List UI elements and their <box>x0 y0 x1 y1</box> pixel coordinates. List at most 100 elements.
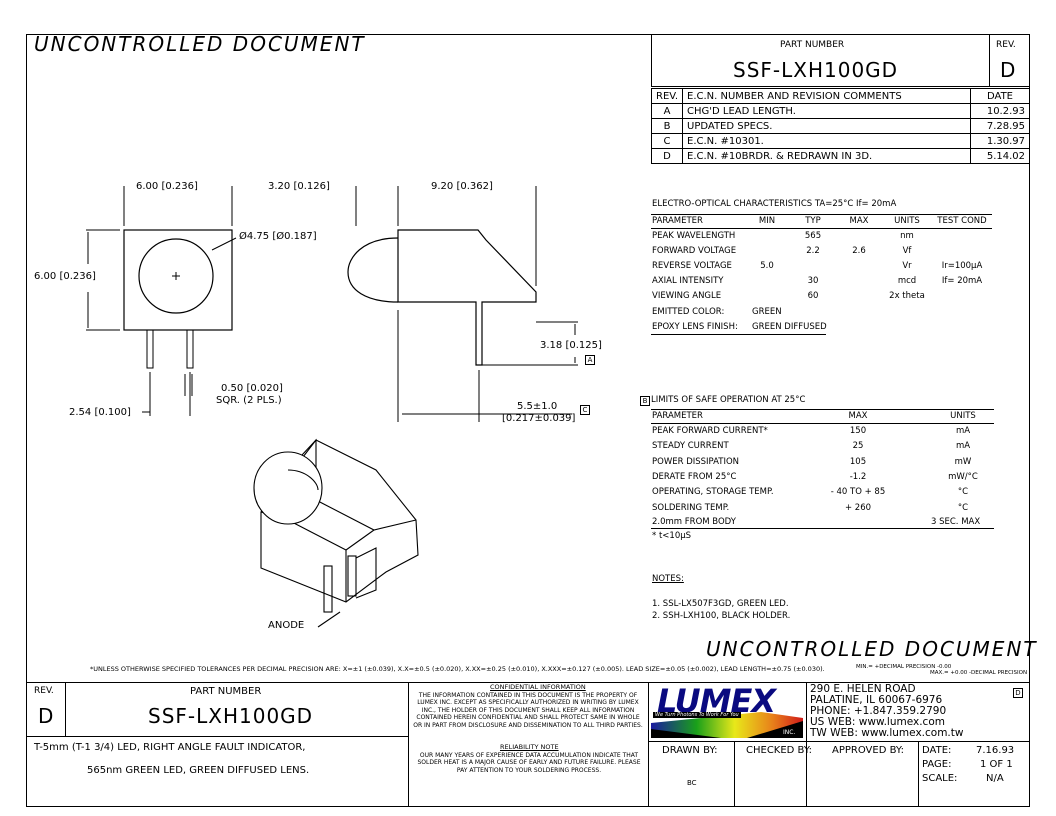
table-cell: 2.2 <box>806 246 820 256</box>
rev-cell: B <box>651 118 683 134</box>
lumex-logo: LUMEX We Turn Photons To Work For You IN… <box>651 683 803 738</box>
reliability-title: RELIABILITY NOTE <box>500 743 559 751</box>
comment-cell: E.C.N. #10BRDR. & REDRAWN IN 3D. <box>682 148 971 164</box>
confidential-text: THE INFORMATION CONTAINED IN THIS DOCUME… <box>413 692 643 729</box>
table-cell: POWER DISSIPATION <box>652 456 740 467</box>
date: 7.16.93 <box>976 745 1015 756</box>
eo-title: ELECTRO-OPTICAL CHARACTERISTICS TA=25°C … <box>652 199 897 209</box>
column-header: MAX <box>848 411 868 421</box>
table-cell: 60 <box>807 291 819 301</box>
table-cell: 25 <box>852 441 864 452</box>
dim-front-width: 6.00 [0.236] <box>136 181 198 192</box>
tb-sign-divider <box>648 741 1030 742</box>
body-row-label: 2.0mm FROM BODY <box>652 517 736 527</box>
led-drawing <box>86 186 578 628</box>
column-header: UNITS <box>894 216 920 226</box>
eo-rule-top <box>651 214 992 215</box>
tb-divider-1 <box>408 682 409 807</box>
tolerance-min: MIN.= +DECIMAL PRECISION -0.00 <box>856 664 952 670</box>
tolerance-note: *UNLESS OTHERWISE SPECIFIED TOLERANCES P… <box>90 665 825 673</box>
logo-inc: INC. <box>783 729 796 736</box>
revision-table: REV. E.C.N. NUMBER AND REVISION COMMENTS… <box>651 88 1030 164</box>
lumex-logo-graphic <box>651 685 803 738</box>
eo-rule-header <box>651 228 992 229</box>
address-marker: D <box>1013 688 1023 698</box>
table-cell: mW/°C <box>948 471 978 482</box>
table-cell: 2x theta <box>889 291 925 301</box>
safe-rule-bottom <box>651 528 994 529</box>
header-part-label: PART NUMBER <box>780 40 845 50</box>
tw-web: TW WEB: www.lumex.com.tw <box>810 727 964 739</box>
tb-part-number: SSF-LXH100GD <box>148 704 314 728</box>
rev-cell: A <box>651 103 683 119</box>
table-cell: Ir=100µA <box>941 261 983 271</box>
tb-divider-3 <box>806 682 807 807</box>
table-cell: FORWARD VOLTAGE <box>652 246 737 256</box>
checked-by-label: CHECKED BY: <box>746 745 813 756</box>
emitted-color-value: GREEN <box>752 307 782 317</box>
rev-cell: C <box>651 133 683 149</box>
page: 1 OF 1 <box>980 759 1013 770</box>
date-cell: 10.2.93 <box>970 103 1030 119</box>
header-part-box <box>651 34 1030 87</box>
tolerance-max: MAX.= +0.00 -DECIMAL PRECISION <box>930 670 1028 676</box>
table-cell: PEAK WAVELENGTH <box>652 231 736 241</box>
column-header: PARAMETER <box>652 216 703 226</box>
table-cell: If= 20mA <box>941 276 983 286</box>
tb-rev-label: REV. <box>34 686 54 696</box>
drawn-by-label: DRAWN BY: <box>662 745 718 756</box>
table-cell: 565 <box>804 231 822 241</box>
table-cell: PEAK FORWARD CURRENT* <box>652 426 768 436</box>
iso-view <box>253 438 419 628</box>
header-rev: D <box>1000 58 1017 82</box>
table-cell: -1.2 <box>849 471 867 482</box>
table-cell: AXIAL INTENSITY <box>652 276 724 286</box>
address-1: 290 E. HELEN ROAD <box>810 683 916 695</box>
comment-cell: UPDATED SPECS. <box>682 118 971 134</box>
tb-part-label: PART NUMBER <box>190 686 262 697</box>
body-row-value: 3 SEC. MAX <box>931 517 981 527</box>
tb-divider-5 <box>918 741 919 807</box>
scale: N/A <box>986 773 1004 784</box>
side-view <box>347 186 578 422</box>
note-item: 2. SSH-LXH100, BLACK HOLDER. <box>652 611 791 621</box>
dim-side-body: 9.20 [0.362] <box>431 181 493 192</box>
table-cell: mW <box>954 456 972 467</box>
tb-description-2: 565nm GREEN LED, GREEN DIFFUSED LENS. <box>87 765 310 776</box>
title-block-top <box>26 682 1030 683</box>
header-part-number: SSF-LXH100GD <box>733 58 899 82</box>
dim-side-lens: 3.20 [0.126] <box>268 181 330 192</box>
table-cell: 2.6 <box>852 246 866 256</box>
comment-cell: CHG'D LEAD LENGTH. <box>682 103 971 119</box>
dim-front-height: 6.00 [0.236] <box>34 271 96 282</box>
logo-tagline: We Turn Photons To Work For You <box>653 712 741 718</box>
page-label: PAGE: <box>922 759 952 770</box>
date-cell: 7.28.95 <box>970 118 1030 134</box>
drawn-by: BC <box>687 779 697 787</box>
tb-description-1: T-5mm (T-1 3/4) LED, RIGHT ANGLE FAULT I… <box>34 742 306 753</box>
table-cell: 30 <box>807 276 819 286</box>
safe-limits-marker: B <box>640 396 650 406</box>
approved-by-label: APPROVED BY: <box>832 745 905 756</box>
table-cell: Vr <box>902 261 912 271</box>
dim-lens-dia: Ø4.75 [Ø0.187] <box>239 231 317 242</box>
safe-rule-header <box>651 423 994 424</box>
us-web: US WEB: www.lumex.com <box>810 716 945 728</box>
safe-footnote: * t<10µS <box>652 531 692 541</box>
reliability-text: OUR MANY YEARS OF EXPERIENCE DATA ACCUMU… <box>417 752 641 774</box>
tb-rev-divider <box>65 682 66 736</box>
address-2: PALATINE, IL 60067-6976 <box>810 694 943 706</box>
column-header: UNITS <box>950 411 976 421</box>
table-cell: 150 <box>849 426 867 436</box>
epoxy-value: GREEN DIFFUSED <box>752 322 827 332</box>
date-cell: 1.30.97 <box>970 133 1030 149</box>
dim-lead-offset: 3.18 [0.125] <box>540 340 602 351</box>
table-cell: + 260 <box>844 502 872 513</box>
dim-lead-len2: [0.217±0.039] <box>502 413 576 424</box>
dim-lead-len-marker: C <box>580 405 590 415</box>
tb-divider-4 <box>734 741 735 807</box>
